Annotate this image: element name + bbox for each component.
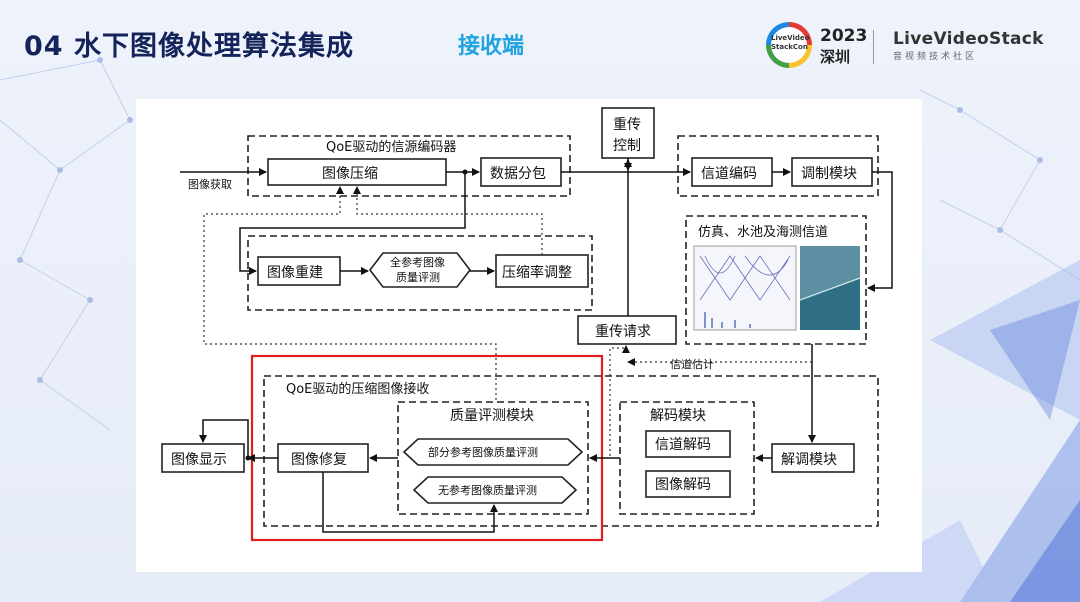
image-rebuild-block: [257, 256, 341, 286]
receiver-group-label: QoE驱动的压缩图像接收: [286, 381, 429, 397]
data-packet-label: 数据分包: [490, 166, 546, 182]
channel-estimate-label: 信道估计: [670, 357, 714, 371]
channel-encode-block: [691, 157, 773, 187]
demodulation-label: 解调模块: [781, 452, 837, 468]
image-repair-block: [277, 443, 369, 473]
dotted-receiver-compress: [203, 186, 497, 400]
image-decode-label: 图像解码: [655, 477, 711, 493]
full-ref-label-1: 全参考图像: [390, 255, 445, 269]
ray-trace-plot: [693, 245, 797, 331]
channel-encode-label: 信道编码: [701, 166, 757, 182]
junction-dot: [462, 169, 468, 175]
dotted-ratio-compress: [353, 186, 543, 255]
feedback-group-box: [247, 235, 593, 311]
full-ref-label-2: 质量评测: [396, 271, 440, 284]
sim-group-label: 仿真、水池及海测信道: [698, 225, 828, 240]
arrow-display-up: [199, 419, 249, 458]
image-acquire-label: 图像获取: [188, 178, 232, 191]
image-rebuild-label: 图像重建: [267, 265, 323, 281]
image-display-label: 图像显示: [171, 452, 227, 468]
highlight-frame: [250, 354, 604, 542]
receiver-group-box: [263, 375, 879, 527]
channel-decode-label: 信道解码: [655, 437, 711, 453]
arrow-compress-rebuild: [239, 172, 466, 275]
channel-tx-group-box: [677, 135, 879, 197]
partial-ref-hex: [402, 438, 584, 466]
impulse-response: [704, 312, 751, 328]
decode-module-label: 解码模块: [650, 408, 706, 424]
arrow-mod-channel: [867, 171, 893, 292]
logo-text: LiveVideo StackCon: [771, 27, 809, 63]
sim-channel-group-box: [685, 215, 867, 345]
partial-ref-label: 部分参考图像质量评测: [428, 445, 538, 459]
data-packet-block: [480, 157, 562, 187]
no-ref-label: 无参考图像质量评测: [438, 483, 537, 497]
full-ref-hex: [368, 252, 472, 288]
ray-trace-lines: [699, 255, 791, 301]
retrans-ctrl-label-2: 控制: [613, 138, 641, 154]
arrow-repair-noref: [322, 472, 498, 533]
system-diagram: QoE驱动的信源编码器 图像获取 图像压缩 数据分包 重传 控制 信道编码 调制…: [161, 107, 893, 542]
logo-divider: [873, 30, 874, 64]
slide-subtitle: 接收端: [458, 34, 525, 59]
quality-module-label: 质量评测模块: [450, 408, 534, 424]
pool-photo-edge: [799, 277, 861, 301]
image-repair-label: 图像修复: [291, 451, 347, 468]
junction-dot-2: [245, 455, 251, 461]
no-ref-hex: [412, 476, 578, 504]
retrans-request-label: 重传请求: [595, 324, 651, 340]
slide-title: 04 水下图像处理算法集成: [24, 31, 354, 62]
conference-logo: LiveVideo StackCon: [766, 22, 812, 68]
channel-decode-block: [645, 430, 731, 458]
retrans-request-block: [577, 315, 677, 345]
brand-subtitle: 音视频技术社区: [893, 52, 978, 62]
image-decode-block: [645, 470, 731, 498]
brand-logo: LiveVideoStack: [893, 29, 1044, 49]
image-display-block: [161, 443, 245, 473]
sender-group-label: QoE驱动的信源编码器: [326, 139, 456, 155]
logo-year: 2023: [820, 26, 868, 46]
ratio-adjust-block: [495, 254, 589, 288]
retrans-ctrl-label-1: 重传: [613, 117, 641, 133]
ratio-adjust-label: 压缩率调整: [502, 264, 572, 281]
pool-photo-water: [800, 278, 860, 330]
quality-module-box: [397, 401, 589, 515]
diagram-panel: QoE驱动的信源编码器 图像获取 图像压缩 数据分包 重传 控制 信道编码 调制…: [136, 99, 922, 572]
modulation-label: 调制模块: [801, 166, 857, 182]
image-compress-label: 图像压缩: [322, 166, 378, 182]
sender-group-box: [247, 135, 571, 197]
logo-city: 深圳: [820, 48, 851, 66]
dotted-quality-request: [609, 345, 630, 456]
